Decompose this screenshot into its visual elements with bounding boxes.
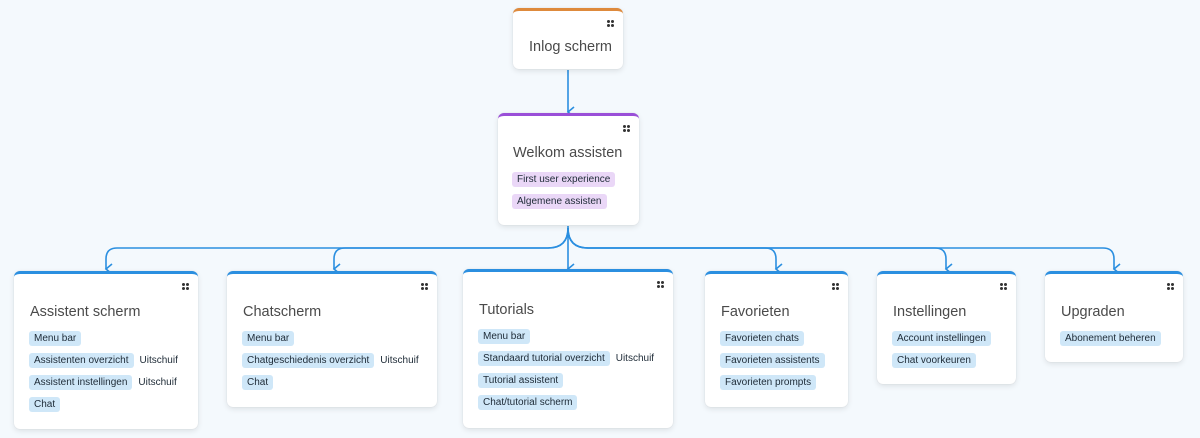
drag-handle-icon[interactable]	[1167, 283, 1174, 290]
tag-note: Uitschuif	[615, 353, 655, 364]
tag[interactable]: Favorieten chats	[720, 331, 804, 346]
tag[interactable]: Menu bar	[242, 331, 295, 346]
tag[interactable]: First user experience	[512, 172, 616, 187]
card-instellingen[interactable]: Instellingen Account instellingen Chat v…	[877, 271, 1016, 384]
drag-handle-icon[interactable]	[182, 283, 189, 290]
tag[interactable]: Abonement beheren	[1060, 331, 1161, 346]
connector-welcome-upgraden	[567, 227, 1121, 275]
card-title: Assistent scherm	[30, 304, 141, 320]
tag-note: Uitschuif	[138, 377, 177, 388]
card-inlog-scherm[interactable]: Inlog scherm	[513, 8, 623, 69]
card-chatscherm[interactable]: Chatscherm Menu bar Chatgeschiedenis ove…	[227, 271, 437, 407]
drag-handle-icon[interactable]	[623, 125, 630, 132]
tag[interactable]: Standaard tutorial overzicht	[478, 351, 610, 366]
tag[interactable]: Tutorial assistent	[478, 373, 564, 388]
tag[interactable]: Chat voorkeuren	[892, 353, 976, 368]
card-title: Inlog scherm	[529, 39, 613, 55]
tag[interactable]: Chatgeschiedenis overzicht	[242, 353, 375, 368]
card-title: Upgraden	[1061, 304, 1125, 320]
card-title: Tutorials	[479, 302, 535, 318]
card-assistent-scherm[interactable]: Assistent scherm Menu bar Assistenten ov…	[14, 271, 198, 429]
card-welkom-assisten[interactable]: Welkom assisten First user experience Al…	[498, 113, 639, 225]
card-tutorials[interactable]: Tutorials Menu bar Standaard tutorial ov…	[463, 269, 673, 428]
tag[interactable]: Favorieten assistents	[720, 353, 825, 368]
tag[interactable]: Chat	[29, 397, 61, 412]
connector-welcome-chatscherm	[332, 227, 569, 275]
tag[interactable]: Menu bar	[478, 329, 531, 344]
card-title: Chatscherm	[243, 304, 322, 320]
drag-handle-icon[interactable]	[832, 283, 839, 290]
tag[interactable]: Account instellingen	[892, 331, 991, 346]
drag-handle-icon[interactable]	[421, 283, 428, 290]
card-upgraden[interactable]: Upgraden Abonement beheren	[1045, 271, 1183, 362]
drag-handle-icon[interactable]	[607, 20, 614, 27]
drag-handle-icon[interactable]	[657, 281, 664, 288]
tag[interactable]: Assistent instellingen	[29, 375, 133, 390]
drag-handle-icon[interactable]	[1000, 283, 1007, 290]
tag[interactable]: Favorieten prompts	[720, 375, 817, 390]
card-title: Favorieten	[721, 304, 790, 320]
tag-note: Uitschuif	[139, 355, 178, 366]
tag[interactable]: Chat/tutorial scherm	[478, 395, 578, 410]
tag-note: Uitschuif	[380, 355, 419, 366]
card-title: Welkom assisten	[513, 145, 623, 161]
tag[interactable]: Menu bar	[29, 331, 82, 346]
card-title: Instellingen	[893, 304, 967, 320]
tag[interactable]: Algemene assisten	[512, 194, 607, 209]
card-favorieten[interactable]: Favorieten Favorieten chats Favorieten a…	[705, 271, 848, 407]
tag[interactable]: Assistenten overzicht	[29, 353, 134, 368]
tag[interactable]: Chat	[242, 375, 274, 390]
